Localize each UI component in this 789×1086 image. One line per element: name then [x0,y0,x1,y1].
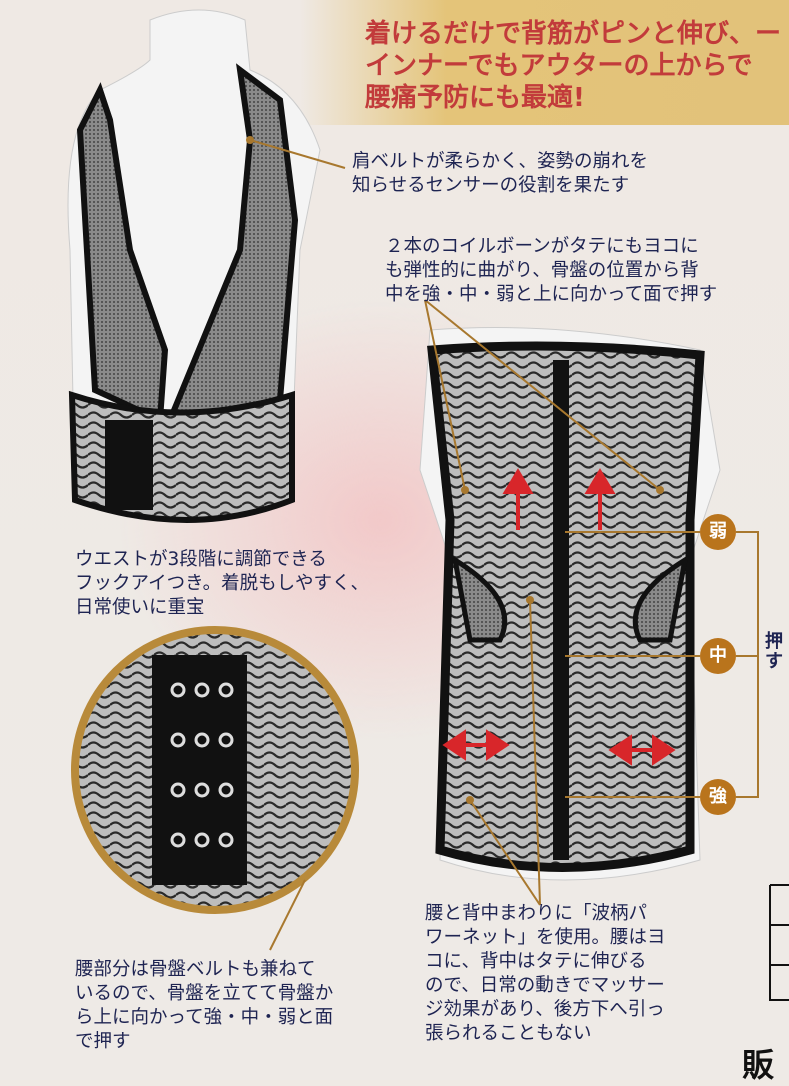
caption-line: 張られることもない [425,1023,592,1044]
caption-line: 中を強・中・弱と上に向かって面で押す [385,284,718,305]
caption-waist: ウエストが3段階に調節できる フックアイつき。着脱もしやすく、 日常使いに重宝 [75,548,369,620]
badge-medium: 中 [700,638,736,674]
caption-line: ジ効果があり、後方下へ引っ [425,999,665,1020]
front-mannequin [67,9,321,523]
press-label: 押す [765,631,783,672]
headline-line: 着けるだけで背筋がピンと伸び、ー [365,19,782,49]
caption-line: 日常使いに重宝 [75,597,205,618]
header-band [300,0,789,125]
caption-line: ので、日常の動きでマッサー [425,975,665,996]
headline-line: インナーでもアウターの上からで [365,51,753,81]
headline-line: 腰痛予防にも最適! [365,83,585,113]
caption-line: いるので、骨盤を立てて骨盤か [75,983,334,1004]
size-table [769,884,789,1001]
caption-line: 知らせるセンサーの役割を果たす [352,175,630,196]
caption-line: 腰と背中まわりに「波柄パ [425,903,648,924]
caption-line: フックアイつき。着脱もしやすく、 [75,573,369,594]
sales-heading-partial: 販 [742,1046,775,1084]
caption-line: ウエストが3段階に調節できる [75,549,327,570]
badge-strong: 強 [700,779,736,815]
caption-line: 肩ベルトが柔らかく、姿勢の崩れを [352,151,649,172]
leader-lines [249,139,759,951]
caption-shoulder: 肩ベルトが柔らかく、姿勢の崩れを 知らせるセンサーの役割を果たす [352,150,648,198]
caption-pelvis: 腰部分は骨盤ベルトも兼ねて いるので、骨盤を立てて骨盤か ら上に向かって強・中・… [75,958,333,1054]
badge-weak: 弱 [700,514,736,550]
caption-line: コに、背中はタテに伸びる [425,951,647,972]
caption-line: で押す [75,1031,131,1052]
caption-line: ワーネット」を使用。腰はヨ [425,927,666,948]
stretch-arrows [442,468,676,766]
hook-eye-closeup [71,626,359,914]
caption-line: ２本のコイルボーンがタテにもヨコに [385,236,699,257]
caption-line: ら上に向かって強・中・弱と面 [75,1007,334,1028]
headline: 着けるだけで背筋がピンと伸び、ー インナーでもアウターの上からで 腰痛予防にも最… [365,18,781,114]
caption-line: 腰部分は骨盤ベルトも兼ねて [75,959,316,980]
caption-line: も弾性的に曲がり、骨盤の位置から背 [385,260,699,281]
caption-net: 腰と背中まわりに「波柄パ ワーネット」を使用。腰はヨ コに、背中はタテに伸びる … [425,902,666,1046]
caption-coil: ２本のコイルボーンがタテにもヨコに も弾性的に曲がり、骨盤の位置から背 中を強・… [385,235,717,307]
